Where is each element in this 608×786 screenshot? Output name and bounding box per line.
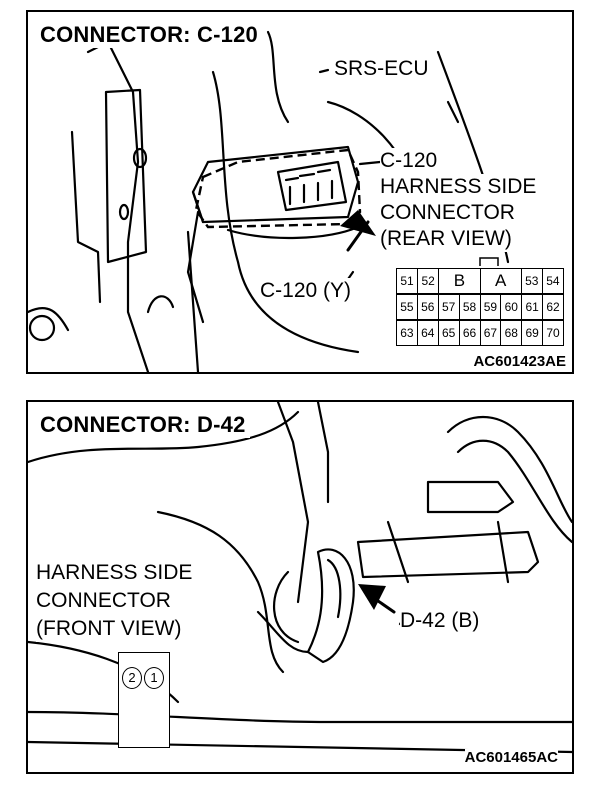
- pin: 57: [439, 295, 460, 319]
- d42-connector-label: D-42 (B): [400, 608, 480, 634]
- c120-pin-grid: 51 52 B A 53 54 55 56 57 58 59 60 61 62 …: [396, 268, 564, 346]
- pin: 70: [546, 326, 560, 340]
- pin: 2: [122, 667, 142, 689]
- srs-ecu-label: SRS-ECU: [334, 56, 429, 82]
- c120-figure-code: AC601423AE: [473, 353, 566, 370]
- c120-harness-label-4: (REAR VIEW): [380, 226, 512, 252]
- pin-row-2: 55 56 57 58 59 60 61 62: [397, 295, 563, 319]
- connector-c120-panel: CONNECTOR: C-120 SRS-ECU C-120 HARNESS S…: [26, 10, 574, 374]
- pin-row-3: 63 64 65 66 67 68 69 70: [397, 321, 563, 345]
- pin: 51: [397, 269, 419, 293]
- d42-harness-label-1: HARNESS SIDE: [36, 560, 193, 586]
- d42-figure-code: AC601465AC: [464, 749, 558, 766]
- pin: 55: [397, 295, 418, 319]
- pin: 52: [418, 269, 440, 293]
- d42-illustration: [28, 402, 572, 754]
- pin: 53: [522, 269, 543, 293]
- pin: A: [481, 269, 522, 293]
- pin: 63: [397, 321, 418, 345]
- pin: 59: [481, 295, 502, 319]
- c120-title: CONNECTOR: C-120: [36, 22, 262, 48]
- d42-title: CONNECTOR: D-42: [36, 412, 250, 438]
- d42-pin-diagram: 2 1: [118, 652, 170, 748]
- pin: 66: [460, 321, 481, 345]
- pin: 1: [144, 667, 164, 689]
- pin: B: [439, 269, 481, 293]
- pin: 65: [439, 321, 460, 345]
- c120-connector-label: C-120 (Y): [260, 278, 352, 304]
- connector-d42-panel: CONNECTOR: D-42 HARNESS SIDE CONNECTOR (…: [26, 400, 574, 774]
- d42-harness-label-2: CONNECTOR: [36, 588, 171, 614]
- d42-harness-label-3: (FRONT VIEW): [36, 616, 182, 642]
- d42-pins: 2 1: [121, 667, 165, 691]
- pin: 62: [546, 300, 560, 314]
- row-divider: [397, 293, 563, 295]
- pin: 69: [522, 321, 544, 345]
- c120-harness-label-2: HARNESS SIDE: [380, 174, 537, 200]
- pin: 68: [501, 321, 523, 345]
- pin-row-1: 51 52 B A 53 54: [397, 269, 563, 293]
- pin: 64: [418, 321, 439, 345]
- pin: 58: [460, 295, 481, 319]
- c120-harness-label-1: C-120: [380, 148, 438, 174]
- pin: 56: [418, 295, 439, 319]
- pin: 60: [501, 295, 523, 319]
- pin: 54: [546, 274, 560, 288]
- row-divider: [397, 319, 563, 321]
- pin: 67: [481, 321, 502, 345]
- pin: 61: [522, 295, 544, 319]
- c120-harness-label-3: CONNECTOR: [380, 200, 515, 226]
